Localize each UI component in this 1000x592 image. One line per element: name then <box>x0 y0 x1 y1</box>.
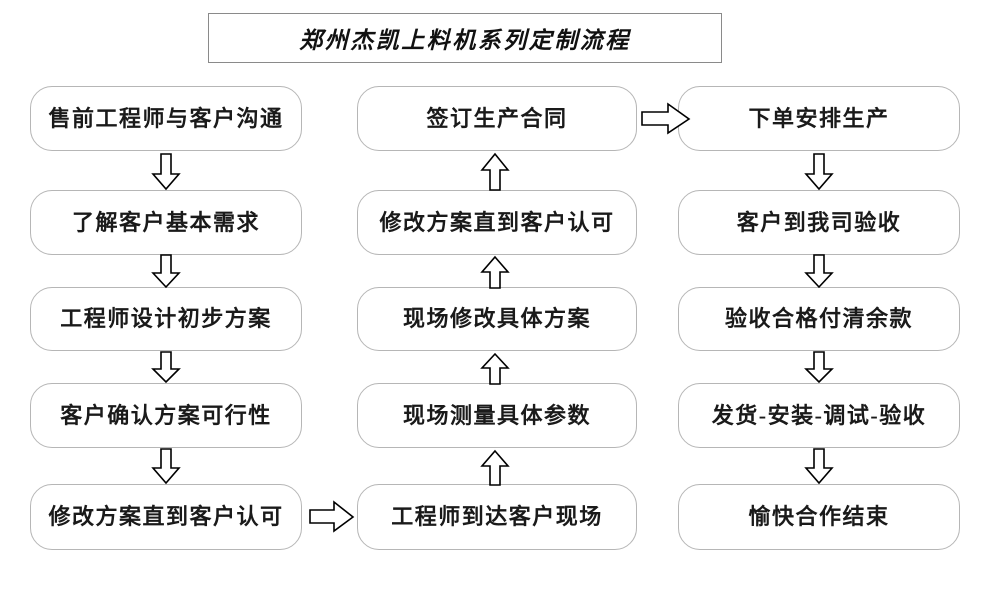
flow-node-label: 了解客户基本需求 <box>71 209 260 235</box>
diagram-title-box: 郑州杰凯上料机系列定制流程 <box>208 13 722 63</box>
flow-node-label: 签订生产合同 <box>426 105 568 131</box>
arrow-up-icon <box>476 449 514 487</box>
flow-node-n14[interactable]: 发货-安装-调试-验收 <box>678 383 960 448</box>
flow-node-n6[interactable]: 签订生产合同 <box>357 86 637 151</box>
flow-node-label: 愉快合作结束 <box>748 504 890 529</box>
flow-node-label: 验收合格付清余款 <box>724 306 913 331</box>
arrow-down-icon <box>147 448 185 486</box>
flow-node-n5[interactable]: 修改方案直到客户认可 <box>30 484 302 550</box>
flow-node-n7[interactable]: 修改方案直到客户认可 <box>357 190 637 255</box>
flow-node-n12[interactable]: 客户到我司验收 <box>678 190 960 255</box>
flow-node-n1[interactable]: 售前工程师与客户沟通 <box>30 86 302 151</box>
arrow-down-icon <box>800 448 838 486</box>
flow-node-label: 现场测量具体参数 <box>402 402 591 428</box>
flow-node-n11[interactable]: 下单安排生产 <box>678 86 960 151</box>
flow-node-label: 工程师到达客户现场 <box>391 504 603 529</box>
flow-node-label: 发货-安装-调试-验收 <box>711 402 927 428</box>
flow-node-label: 现场修改具体方案 <box>402 306 591 331</box>
diagram-title: 郑州杰凯上料机系列定制流程 <box>299 28 631 53</box>
arrow-down-icon <box>800 254 838 290</box>
flow-node-label: 客户到我司验收 <box>736 209 902 235</box>
flow-node-n2[interactable]: 了解客户基本需求 <box>30 190 302 255</box>
flow-node-n15[interactable]: 愉快合作结束 <box>678 484 960 550</box>
arrow-down-icon <box>147 254 185 290</box>
arrow-down-icon <box>147 152 185 192</box>
flow-node-n8[interactable]: 现场修改具体方案 <box>357 287 637 351</box>
flow-node-n13[interactable]: 验收合格付清余款 <box>678 287 960 351</box>
flow-node-label: 修改方案直到客户认可 <box>48 504 284 529</box>
flow-node-n3[interactable]: 工程师设计初步方案 <box>30 287 302 351</box>
flow-node-label: 售前工程师与客户沟通 <box>48 105 284 131</box>
arrow-down-icon <box>800 351 838 385</box>
arrow-right-icon <box>640 100 692 138</box>
flow-node-label: 工程师设计初步方案 <box>60 306 272 331</box>
flow-node-label: 修改方案直到客户认可 <box>379 209 615 235</box>
arrow-up-icon <box>476 352 514 386</box>
flow-node-label: 客户确认方案可行性 <box>60 402 272 428</box>
arrow-down-icon <box>800 152 838 192</box>
flow-node-n9[interactable]: 现场测量具体参数 <box>357 383 637 448</box>
arrow-up-icon <box>476 255 514 290</box>
flow-node-label: 下单安排生产 <box>748 105 890 131</box>
arrow-up-icon <box>476 152 514 192</box>
arrow-down-icon <box>147 351 185 385</box>
arrow-right-icon <box>308 498 356 536</box>
flow-node-n10[interactable]: 工程师到达客户现场 <box>357 484 637 550</box>
flow-node-n4[interactable]: 客户确认方案可行性 <box>30 383 302 448</box>
